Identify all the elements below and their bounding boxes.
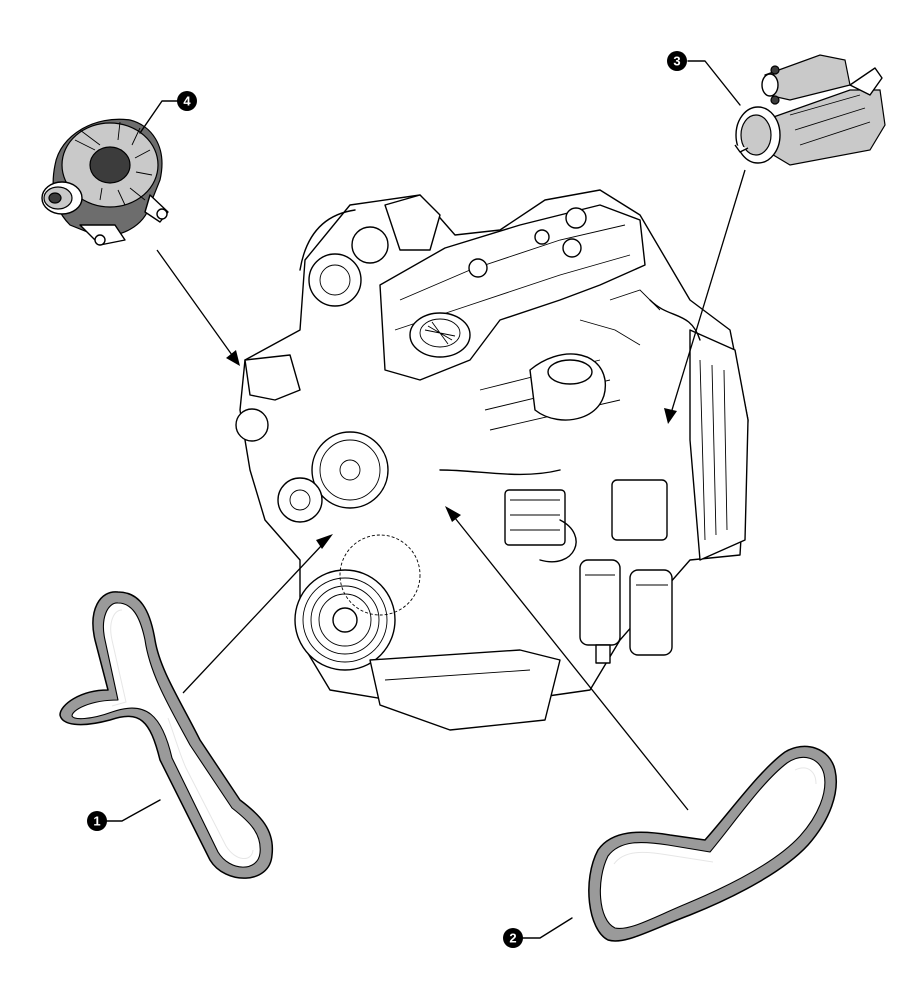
callout-4: 4 bbox=[177, 91, 197, 111]
drive-belt-short bbox=[588, 745, 837, 942]
starter-motor bbox=[734, 54, 886, 166]
callout-2-label: 2 bbox=[509, 931, 516, 946]
callout-3: 3 bbox=[667, 51, 687, 71]
alternator bbox=[41, 118, 169, 246]
callout-2: 2 bbox=[503, 928, 523, 948]
assembly-arrows bbox=[156, 169, 746, 811]
callout-4-label: 4 bbox=[183, 94, 191, 109]
drive-belt-long bbox=[59, 591, 274, 879]
callout-1: 1 bbox=[87, 811, 107, 831]
engine-assembly bbox=[235, 189, 749, 731]
callout-3-label: 3 bbox=[673, 54, 680, 69]
callout-1-label: 1 bbox=[93, 814, 100, 829]
callout-leaders bbox=[102, 60, 741, 939]
